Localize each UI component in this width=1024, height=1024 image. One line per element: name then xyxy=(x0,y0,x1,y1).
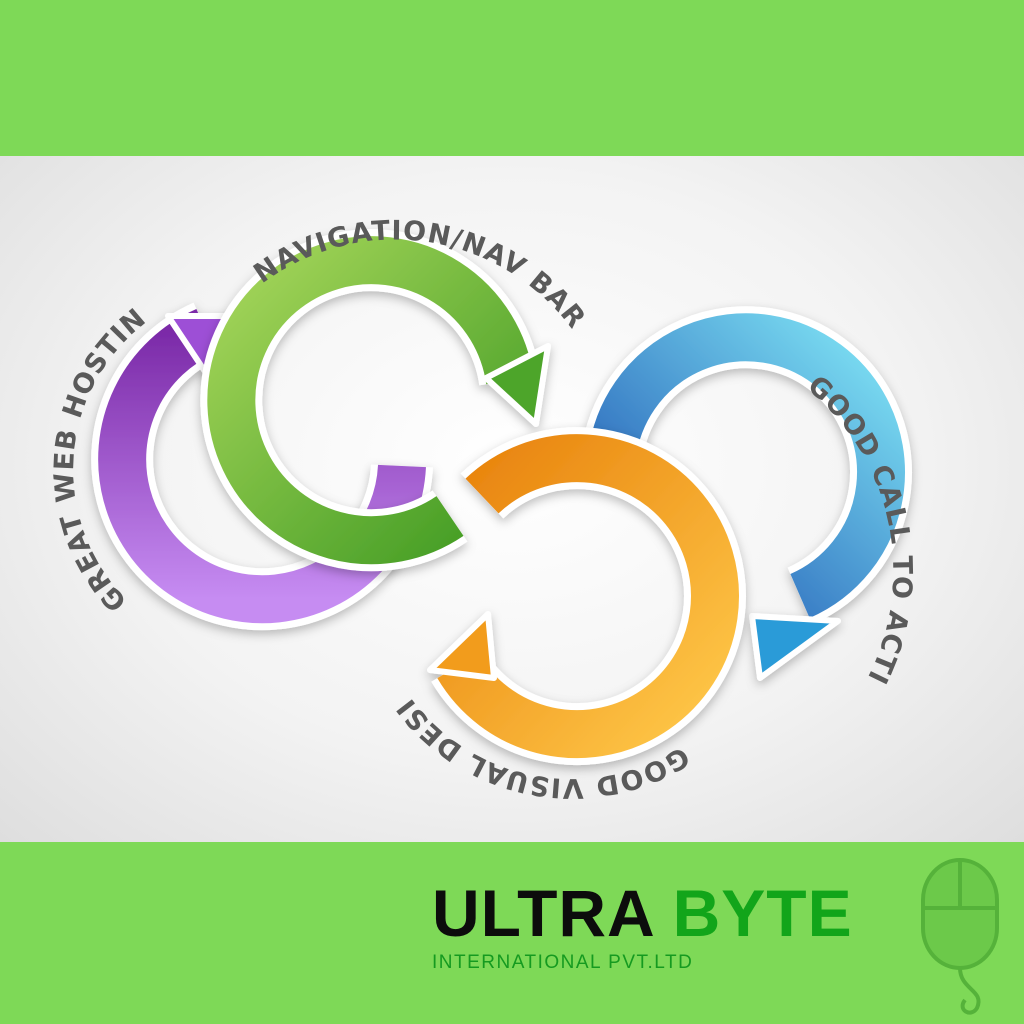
blue-arrow xyxy=(581,306,912,681)
mouse-icon xyxy=(921,858,999,1015)
bottom-green-band xyxy=(0,842,1024,1024)
green-arrow xyxy=(200,229,551,572)
orange-arrow xyxy=(427,427,746,766)
website-elements-diagram: GREAT WEB HOSTING NAVIGATION/NAV BAR GOO… xyxy=(0,156,917,803)
brand-logo: ULTRA BYTE INTERNATIONAL PVT.LTD xyxy=(432,880,972,980)
brand-name: ULTRA BYTE xyxy=(432,880,972,946)
brand-subtitle: INTERNATIONAL PVT.LTD xyxy=(432,952,694,973)
brand-name-byte: BYTE xyxy=(672,876,853,950)
brand-name-ultra: ULTRA xyxy=(432,876,654,950)
top-green-band xyxy=(0,0,1024,156)
diagram-area: GREAT WEB HOSTING NAVIGATION/NAV BAR GOO… xyxy=(0,156,1024,842)
